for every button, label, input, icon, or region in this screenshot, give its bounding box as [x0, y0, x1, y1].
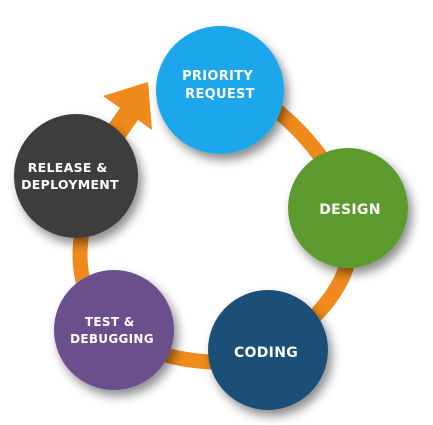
- node-circle: [14, 114, 138, 238]
- node-label: RELEASE & DEPLOYMENT: [21, 160, 119, 192]
- ring-arrow-head: [103, 82, 152, 140]
- node-circle: [208, 290, 328, 410]
- node-test-debugging: TEST & DEBUGGING: [54, 270, 174, 390]
- node-label: DESIGN: [319, 202, 381, 218]
- node-circle: [288, 148, 408, 268]
- node-priority-request: PRIORITY REQUEST: [156, 26, 284, 154]
- node-design: DESIGN: [288, 148, 408, 268]
- node-label: PRIORITY REQUEST: [182, 69, 258, 102]
- node-circle: [156, 26, 284, 154]
- node-label: CODING: [234, 345, 298, 361]
- node-circle: [54, 270, 174, 390]
- node-release-deployment: RELEASE & DEPLOYMENT: [14, 114, 138, 238]
- node-coding: CODING: [208, 290, 328, 410]
- node-label: TEST & DEBUGGING: [70, 315, 154, 346]
